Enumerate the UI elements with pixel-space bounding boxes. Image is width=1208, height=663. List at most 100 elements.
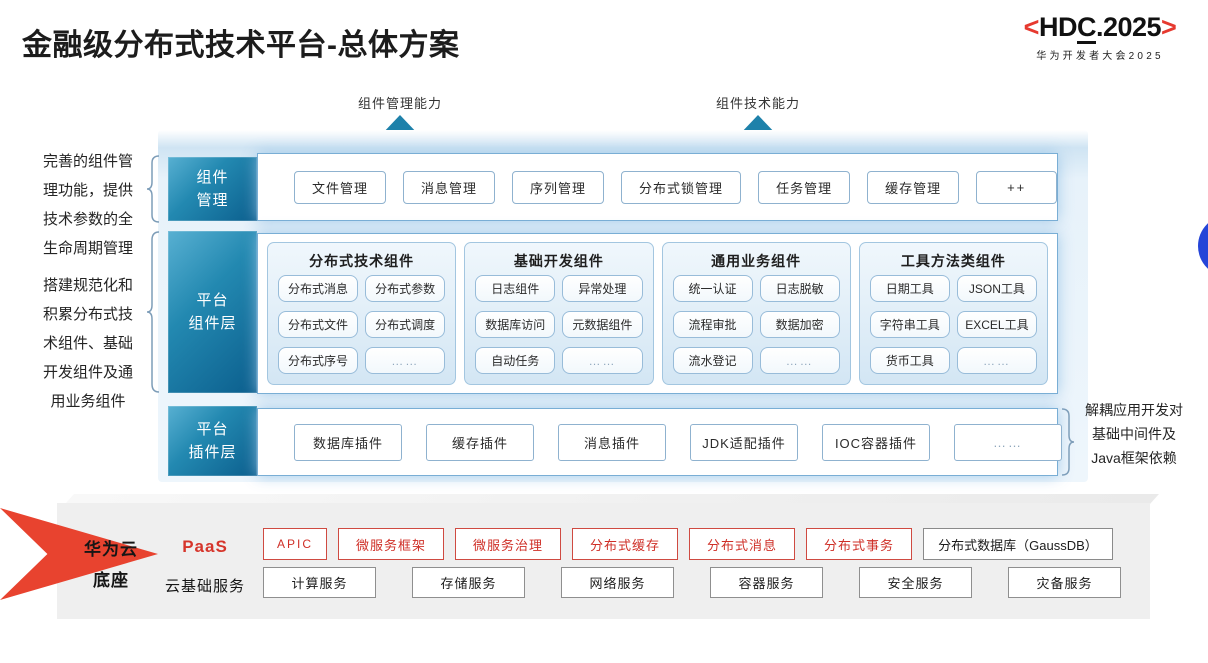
paas-chip-distributed-transaction: 分布式事务 xyxy=(806,528,912,560)
component-chip-more: …… xyxy=(759,347,840,374)
foundation-label: 华为云 底座 xyxy=(74,534,148,596)
layer-label-platform-plugins: 平台 插件层 xyxy=(168,406,257,476)
group-title: 通用业务组件 xyxy=(711,253,802,269)
layer-label-line: 平台 xyxy=(196,292,229,309)
plugin-ioc: IOC容器插件 xyxy=(822,423,930,461)
note-line: 完善的组件管 xyxy=(42,153,133,170)
platform-plugins-row: 数据库插件 缓存插件 消息插件 JDK适配插件 IOC容器插件 …… xyxy=(257,408,1062,476)
group-grid: 统一认证 日志脱敏 流程审批 数据加密 流水登记 …… xyxy=(672,275,840,376)
logo-c-underlined: C xyxy=(1076,12,1096,44)
capability-technical-label: 组件技术能力 xyxy=(715,96,800,111)
component-chip: 流程审批 xyxy=(672,311,753,338)
plugin-jdk: JDK适配插件 xyxy=(690,423,798,461)
component-chip-more: …… xyxy=(365,347,446,374)
paas-chip-distributed-message: 分布式消息 xyxy=(689,528,795,560)
mgmt-item-task: 任务管理 xyxy=(758,170,851,204)
component-chip: 异常处理 xyxy=(562,275,643,302)
plugin-message: 消息插件 xyxy=(558,423,666,461)
note-line: 基础中间件及 xyxy=(1092,426,1176,442)
note-line: 开发组件及通 xyxy=(42,364,133,381)
component-chip: 分布式消息 xyxy=(278,275,359,302)
note-line: 积累分布式技 xyxy=(42,306,133,323)
note-line: 技术参数的全 xyxy=(42,211,133,228)
component-chip: 数据库访问 xyxy=(475,311,556,338)
component-chip-more: …… xyxy=(562,347,643,374)
group-grid: 日志组件 异常处理 数据库访问 元数据组件 自动任务 …… xyxy=(475,275,643,376)
note-line: 术组件、基础 xyxy=(42,335,133,352)
component-chip-more: …… xyxy=(956,347,1037,374)
paas-chip-apic: APIC xyxy=(263,528,327,560)
cloud-chip-disaster-recovery: 灾备服务 xyxy=(1008,567,1121,598)
group-utility-tools: 工具方法类组件 日期工具 JSON工具 字符串工具 EXCEL工具 货币工具 …… xyxy=(858,242,1048,385)
note-line: Java框架依赖 xyxy=(1091,450,1177,466)
plugin-cache: 缓存插件 xyxy=(426,423,534,461)
blue-circle-decoration xyxy=(1198,215,1208,277)
paas-label: PaaS xyxy=(182,537,228,556)
right-brace-icon xyxy=(1061,408,1075,476)
component-chip: 日期工具 xyxy=(869,275,950,302)
foundation-label-line: 底座 xyxy=(93,571,129,590)
note-component-management: 完善的组件管 理功能，提供 技术参数的全 生命周期管理 xyxy=(26,147,150,263)
component-chip: EXCEL工具 xyxy=(956,311,1037,338)
component-chip: 分布式文件 xyxy=(278,311,359,338)
note-platform-components: 搭建规范化和 积累分布式技 术组件、基础 开发组件及通 用业务组件 xyxy=(26,271,150,416)
page-title: 金融级分布式技术平台-总体方案 xyxy=(22,29,460,62)
cloud-basic-services-row: 计算服务 存储服务 网络服务 容器服务 安全服务 灾备服务 xyxy=(263,567,1121,598)
component-chip: 分布式参数 xyxy=(365,275,446,302)
group-common-business: 通用业务组件 统一认证 日志脱敏 流程审批 数据加密 流水登记 …… xyxy=(661,242,851,385)
hdc-logo-text: <HDC.2025> xyxy=(998,12,1202,44)
component-chip: 分布式调度 xyxy=(365,311,446,338)
logo-close-bracket: > xyxy=(1161,12,1177,42)
mgmt-item-sequence: 序列管理 xyxy=(512,170,605,204)
foundation-label-line: 华为云 xyxy=(84,540,138,559)
component-chip: 流水登记 xyxy=(672,347,753,374)
note-line: 解耦应用开发对 xyxy=(1085,402,1183,418)
hdc-logo-subtitle: 华为开发者大会2025 xyxy=(1036,50,1164,62)
layer-label-line: 平台 xyxy=(196,421,229,438)
layer-label-line: 组件层 xyxy=(188,315,237,332)
mgmt-item-more: ++ xyxy=(976,170,1058,204)
layer-label-line: 组件 xyxy=(196,169,229,186)
layer-label-component-management: 组件 管理 xyxy=(168,157,257,221)
layer-label-line: 插件层 xyxy=(188,444,237,461)
cloud-chip-compute: 计算服务 xyxy=(263,567,376,598)
logo-hd: HD xyxy=(1038,12,1078,42)
note-line: 理功能，提供 xyxy=(42,182,133,199)
note-line: 搭建规范化和 xyxy=(42,277,133,294)
component-chip: 日志脱敏 xyxy=(759,275,840,302)
paas-services-row: APIC 微服务框架 微服务治理 分布式缓存 分布式消息 分布式事务 分布式数据… xyxy=(263,528,1113,560)
note-line: 生命周期管理 xyxy=(42,240,133,257)
layer-label-line: 管理 xyxy=(196,192,229,209)
logo-year: .2025 xyxy=(1095,12,1162,42)
component-chip: 分布式序号 xyxy=(278,347,359,374)
mgmt-item-cache: 缓存管理 xyxy=(867,170,960,204)
logo-open-bracket: < xyxy=(1023,12,1040,42)
component-chip: 数据加密 xyxy=(759,311,840,338)
note-line: 用业务组件 xyxy=(50,393,126,410)
group-distributed-tech: 分布式技术组件 分布式消息 分布式参数 分布式文件 分布式调度 分布式序号 …… xyxy=(267,242,457,385)
component-chip: 货币工具 xyxy=(869,347,950,374)
cloud-chip-storage: 存储服务 xyxy=(412,567,525,598)
left-brace-icon xyxy=(146,231,160,393)
group-title: 分布式技术组件 xyxy=(309,253,415,269)
paas-chip-distributed-cache: 分布式缓存 xyxy=(572,528,678,560)
huawei-cloud-foundation-band xyxy=(57,503,1150,619)
component-chip: 统一认证 xyxy=(672,275,753,302)
component-management-row: 文件管理 消息管理 序列管理 分布式锁管理 任务管理 缓存管理 ++ xyxy=(257,153,1058,221)
plugin-database: 数据库插件 xyxy=(294,423,402,461)
group-grid: 分布式消息 分布式参数 分布式文件 分布式调度 分布式序号 …… xyxy=(278,275,446,376)
cloud-chip-security: 安全服务 xyxy=(859,567,972,598)
mgmt-item-file: 文件管理 xyxy=(294,170,387,204)
component-chip: 字符串工具 xyxy=(869,311,950,338)
group-basic-dev: 基础开发组件 日志组件 异常处理 数据库访问 元数据组件 自动任务 …… xyxy=(464,242,654,385)
group-grid: 日期工具 JSON工具 字符串工具 EXCEL工具 货币工具 …… xyxy=(869,275,1037,376)
paas-chip-microservice-framework: 微服务框架 xyxy=(338,528,444,560)
group-title: 工具方法类组件 xyxy=(900,253,1006,269)
mgmt-item-message: 消息管理 xyxy=(403,170,496,204)
layer-label-platform-components: 平台 组件层 xyxy=(168,231,257,393)
paas-chip-gaussdb: 分布式数据库（GaussDB） xyxy=(923,528,1113,560)
component-chip: 自动任务 xyxy=(475,347,556,374)
cloud-services-label: 云基础服务 xyxy=(164,578,245,595)
left-brace-icon xyxy=(146,155,160,223)
